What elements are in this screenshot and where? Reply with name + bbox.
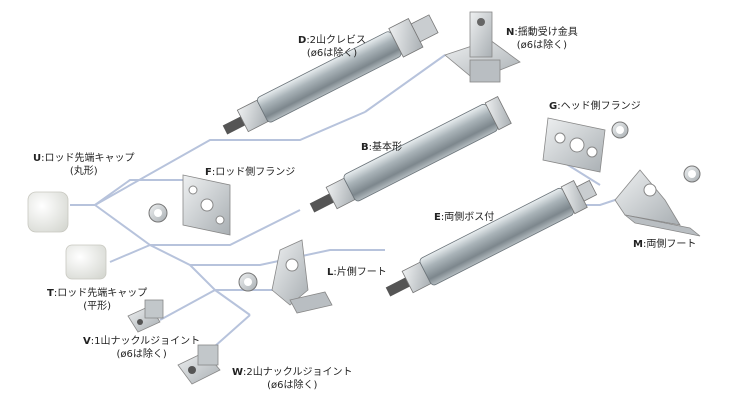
label-l-single-foot: L:片側フート [327, 267, 387, 278]
rod-end-cap-flat-t [65, 244, 107, 280]
head-flange-g [542, 117, 629, 173]
cylinder-d-clevis [222, 14, 439, 135]
rod-flange-f [148, 174, 231, 236]
label-m-double-foot: M:両側フート [633, 239, 697, 250]
rod-end-cap-round-u [27, 191, 69, 233]
cylinder-b-basic [309, 96, 512, 213]
label-b-basic: B:基本形 [361, 142, 402, 153]
label-g-head-flange: G:ヘッド側フランジ [549, 101, 641, 112]
label-n-pivot-bracket: N:揺動受け金具 (ø6は除く) [506, 27, 578, 51]
single-foot-l [238, 239, 333, 314]
label-t-flat-cap: T:ロッド先端キャップ (平形) [47, 288, 148, 312]
cylinder-e-double-boss [385, 179, 598, 297]
label-w-double-knuckle: W:2山ナックルジョイント (ø6は除く) [232, 367, 353, 391]
double-knuckle-joint-w [177, 344, 221, 385]
label-f-rod-flange: F:ロッド側フランジ [205, 167, 296, 178]
single-knuckle-joint-v [127, 299, 164, 333]
label-e-double-boss: E:両側ボス付 [434, 212, 495, 223]
label-d-clevis: D:2山クレビス (ø6は除く) [298, 35, 367, 59]
pivot-bracket-n [444, 11, 521, 83]
label-u-round-cap: U:ロッド先端キャップ (丸形) [33, 153, 135, 177]
label-v-single-knuckle: V:1山ナックルジョイント (ø6は除く) [83, 336, 201, 360]
double-foot-m [614, 165, 701, 237]
